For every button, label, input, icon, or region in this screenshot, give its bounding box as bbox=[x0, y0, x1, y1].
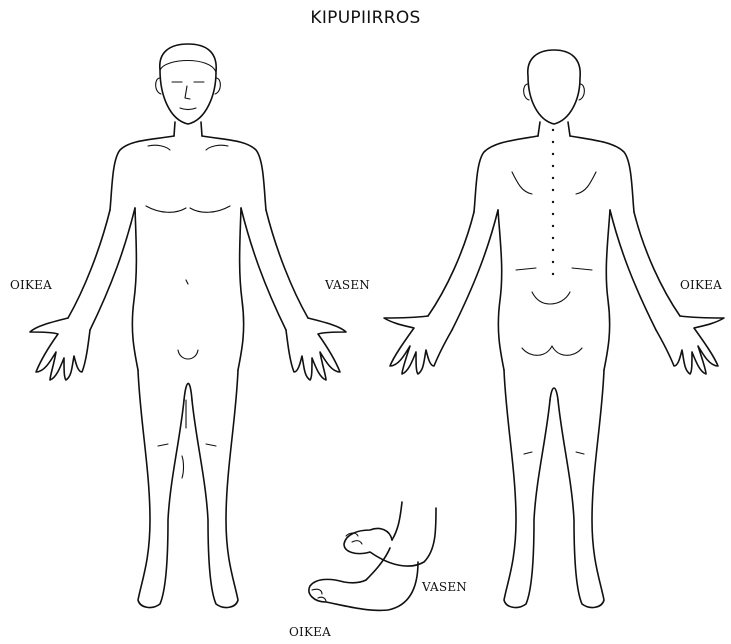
spine-dots bbox=[552, 129, 554, 275]
front-body-figure bbox=[30, 44, 346, 607]
feet-right-label: OIKEA bbox=[289, 625, 331, 639]
feet-soles-figure bbox=[309, 502, 436, 610]
feet-left-label: VASEN bbox=[422, 580, 467, 594]
front-left-side-label: VASEN bbox=[325, 278, 370, 292]
back-right-side-label: OIKEA bbox=[680, 278, 722, 292]
front-right-side-label: OIKEA bbox=[10, 278, 52, 292]
